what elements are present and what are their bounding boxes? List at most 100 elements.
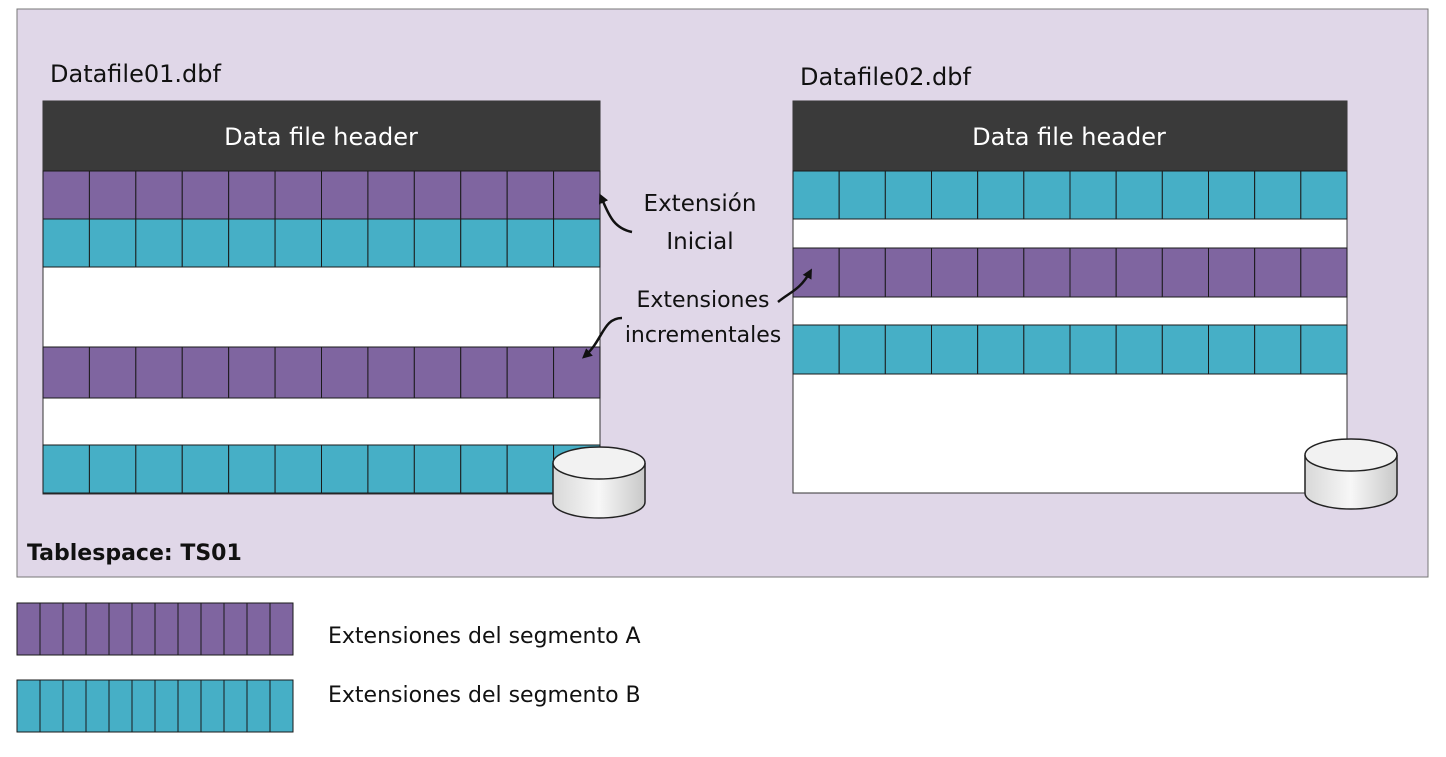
legend-label-a: Extensiones del segmento A (328, 624, 641, 649)
extent-block-b (321, 444, 369, 494)
initial-extent-label-line2: Inicial (666, 229, 733, 255)
extent-block-b (228, 218, 276, 268)
extent-block-b (1115, 324, 1163, 375)
extent-block-a (1300, 247, 1348, 298)
extent-block-b (1254, 324, 1302, 375)
extent-block-b (42, 444, 90, 494)
legend-swatch-a (269, 602, 294, 656)
extent-block-a (506, 170, 555, 220)
extent-block-a (506, 346, 555, 399)
extent-block-a (1023, 247, 1071, 298)
extent-block-b (367, 444, 415, 494)
extent-block-a (1115, 247, 1163, 298)
extent-block-b (1161, 170, 1209, 220)
extent-block-a (1254, 247, 1302, 298)
extent-block-a (88, 170, 137, 220)
legend-swatch-b (16, 679, 41, 733)
extent-block-b (321, 218, 369, 268)
legend-swatch-a (131, 602, 156, 656)
extent-block-a (838, 247, 886, 298)
extent-block-b (1208, 324, 1256, 375)
datafile-01-header-label: Data file header (224, 123, 418, 151)
extent-block-a (1069, 247, 1117, 298)
datafile-02-header (793, 101, 1347, 171)
extent-block-b (228, 444, 276, 494)
extent-block-b (977, 170, 1025, 220)
extent-block-a (42, 170, 90, 220)
extent-block-b (931, 170, 979, 220)
extent-block-b (135, 218, 183, 268)
extent-block-b (1069, 170, 1117, 220)
extent-block-a (135, 170, 183, 220)
extent-block-b (413, 218, 462, 268)
legend-swatch-a (200, 602, 225, 656)
legend-swatch-a (62, 602, 87, 656)
extent-block-b (367, 218, 415, 268)
legend-swatch-a (246, 602, 271, 656)
extent-block-b (181, 444, 230, 494)
legend-swatch-a (223, 602, 248, 656)
extent-block-b (1161, 324, 1209, 375)
extent-block-b (88, 218, 137, 268)
legend-swatch-b (154, 679, 179, 733)
legend-swatch-b (223, 679, 248, 733)
legend-swatch-b (177, 679, 202, 733)
extent-block-b (1208, 170, 1256, 220)
extent-block-b (1023, 170, 1071, 220)
extent-block-a (460, 346, 508, 399)
extent-block-a (274, 170, 322, 220)
extent-block-b (884, 170, 933, 220)
datafile-02-extents (792, 170, 1348, 375)
extent-block-a (977, 247, 1025, 298)
incremental-arrow-right (777, 268, 812, 303)
datafile-02-header-label: Data file header (972, 123, 1166, 151)
initial-extent-arrow (599, 193, 633, 234)
legend-swatch-b (108, 679, 133, 733)
legend (16, 602, 294, 733)
extent-block-b (42, 218, 90, 268)
extent-block-b (792, 324, 840, 375)
datafile-02: Datafile02.dbf Data file header (792, 63, 1348, 494)
extent-block-a (367, 346, 415, 399)
extent-block-b (274, 218, 322, 268)
datafile-01-header (43, 101, 600, 171)
incremental-extents-label-line2: incrementales (625, 323, 781, 348)
extent-block-b (460, 444, 508, 494)
legend-swatch-b (200, 679, 225, 733)
initial-extent-label-line1: Extensión (644, 191, 757, 217)
legend-swatch-a (85, 602, 110, 656)
extent-block-b (931, 324, 979, 375)
legend-swatch-b (246, 679, 271, 733)
extent-block-a (321, 346, 369, 399)
extent-block-a (553, 170, 601, 220)
extent-block-a (1208, 247, 1256, 298)
extent-block-b (1300, 170, 1348, 220)
incremental-extents-label-line1: Extensiones (637, 288, 770, 313)
extent-block-b (977, 324, 1025, 375)
extent-block-a (135, 346, 183, 399)
extent-block-a (181, 346, 230, 399)
extent-block-a (460, 170, 508, 220)
legend-swatch-b (39, 679, 64, 733)
legend-label-b: Extensiones del segmento B (328, 683, 641, 708)
extent-block-a (181, 170, 230, 220)
extent-block-b (413, 444, 462, 494)
extent-block-b (838, 170, 886, 220)
extent-block-a (413, 170, 462, 220)
extent-block-b (1023, 324, 1071, 375)
extent-block-b (274, 444, 322, 494)
datafile-01: Datafile01.dbf Data file header (42, 60, 601, 495)
legend-swatch-a (154, 602, 179, 656)
extent-block-a (413, 346, 462, 399)
extent-block-b (1069, 324, 1117, 375)
legend-swatch-a (108, 602, 133, 656)
extent-block-a (321, 170, 369, 220)
extent-block-b (1254, 170, 1302, 220)
extent-block-b (1300, 324, 1348, 375)
extent-block-b (838, 324, 886, 375)
incremental-arrow-left (582, 316, 623, 359)
tablespace-label: Tablespace: TS01 (27, 541, 242, 566)
extent-block-a (1161, 247, 1209, 298)
